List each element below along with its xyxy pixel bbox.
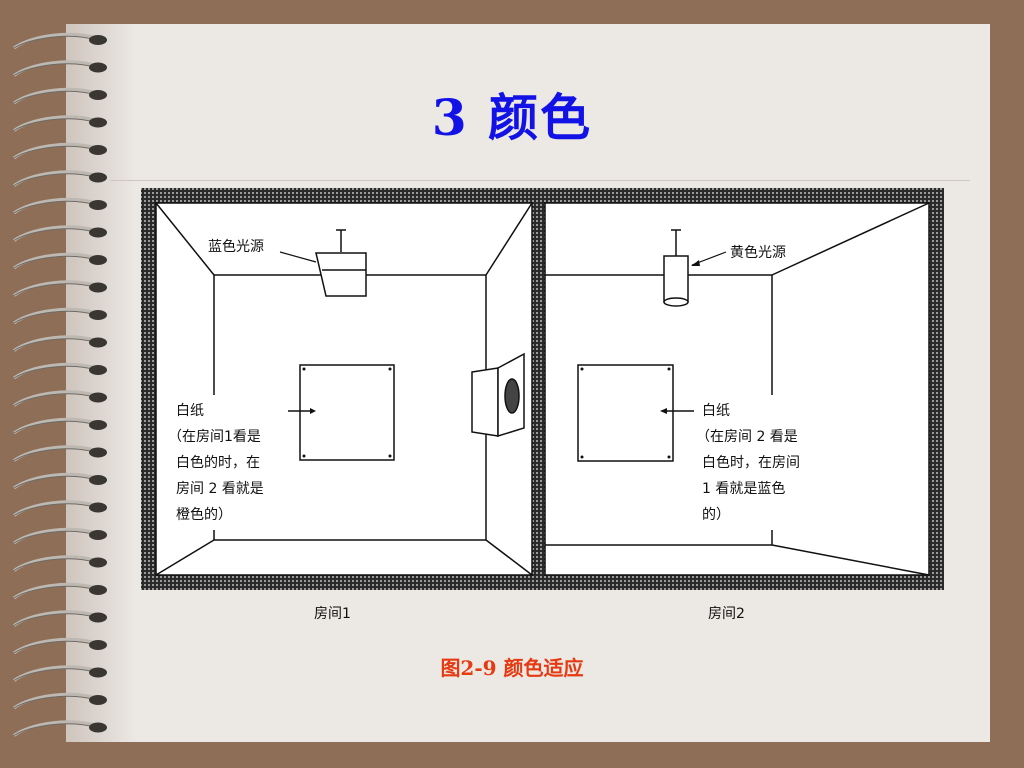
binding-hole	[89, 62, 107, 73]
binding-hole	[89, 612, 107, 623]
binding-hole	[89, 667, 107, 678]
binding-hole	[89, 145, 107, 155]
room1-light-label: 蓝色光源	[208, 239, 264, 255]
room2-paper-line-3: 白色时，在房间	[702, 455, 800, 471]
binding-hole	[89, 310, 107, 320]
room1-paper-line-3: 白色的时，在	[176, 455, 260, 471]
room1-paper-line-4: 房间 2 看就是	[176, 481, 264, 497]
figure-caption: 图2-9 颜色适应	[440, 656, 584, 680]
blue-light-pointer	[279, 251, 317, 263]
binding-hole	[89, 392, 107, 403]
binding-hole	[89, 447, 107, 458]
room2-white-paper	[577, 364, 674, 462]
binding-hole	[89, 255, 107, 265]
blue-light-fixture	[315, 229, 367, 297]
yellow-light-fixture	[663, 229, 689, 307]
room2-perspective	[545, 202, 930, 576]
binding-hole	[89, 337, 107, 348]
binding-hole	[89, 695, 107, 705]
room2-paper-line-4: 1 看就是蓝色	[702, 481, 786, 497]
slide-title: 3 颜色	[431, 88, 593, 147]
room1-name: 房间1	[314, 606, 351, 622]
room1-white-paper	[299, 364, 395, 461]
binding-hole	[89, 172, 107, 183]
binding-hole	[89, 640, 107, 650]
wall-opening	[471, 352, 525, 438]
title-divider	[110, 180, 970, 181]
room2-paper-line-5: 的）	[702, 507, 730, 523]
binding-hole	[89, 530, 107, 540]
binding-hole	[89, 475, 107, 485]
room2-light-label: 黄色光源	[730, 245, 786, 261]
room2-paper-line-1: 白纸	[702, 403, 730, 419]
binding-hole	[89, 282, 107, 293]
binding-hole	[89, 585, 107, 595]
binding-hole	[89, 557, 107, 568]
room2-paper-line-2: （在房间 2 看是	[696, 429, 798, 445]
binding-hole	[89, 200, 107, 210]
binding-hole	[89, 722, 107, 733]
spiral-binding	[13, 32, 107, 737]
binding-hole	[89, 90, 107, 100]
binding-hole	[89, 35, 107, 45]
binding-hole	[89, 365, 107, 375]
room1-paper-line-5: 橙色的）	[176, 507, 232, 523]
room2-name: 房间2	[708, 606, 745, 622]
room1-paper-line-2: （在房间1看是	[168, 429, 261, 445]
binding-hole	[89, 502, 107, 513]
binding-hole	[89, 227, 107, 238]
binding-hole	[89, 420, 107, 430]
binding-hole	[89, 117, 107, 128]
room1-paper-line-1: 白纸	[176, 403, 204, 419]
